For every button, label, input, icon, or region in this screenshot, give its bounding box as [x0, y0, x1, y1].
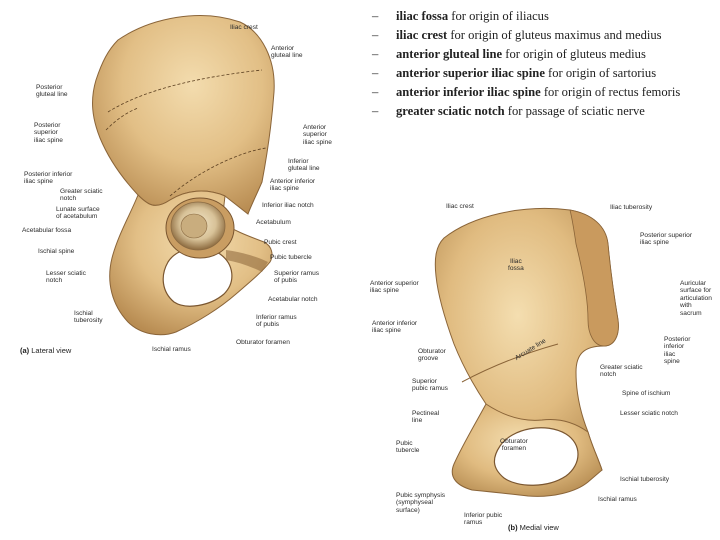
lbl-greater-sciatic-notch: Greater sciatic notch [60, 188, 103, 203]
lbl-spine-of-ischium: Spine of ischium [622, 390, 670, 397]
lbl-medial-aiis: Anterior inferior iliac spine [372, 320, 417, 335]
bullet-term: anterior gluteal line [396, 47, 502, 61]
lbl-medial-pubic-tubercle: Pubic tubercle [396, 440, 419, 455]
lbl-posterior-inferior-iliac-spine: Posterior inferior iliac spine [24, 171, 72, 186]
bullet-asis: – anterior superior iliac spine for origi… [370, 65, 710, 81]
lbl-medial-ischial-tuberosity: Ischial tuberosity [620, 476, 669, 483]
bullet-text: for origin of sartorius [545, 66, 656, 80]
lbl-posterior-superior-iliac-spine: Posterior superior iliac spine [34, 122, 63, 144]
caption-medial-view: (b) Medial view [508, 523, 559, 532]
lbl-medial-obturator-foramen: Obturator foramen [500, 438, 528, 453]
lbl-acetabular-notch: Acetabular notch [268, 296, 318, 303]
lbl-acetabular-fossa: Acetabular fossa [22, 227, 71, 234]
dash: – [372, 84, 378, 100]
bullet-iliac-crest: – iliac crest for origin of gluteus maxim… [370, 27, 710, 43]
hip-bone-medial-figure: Iliac crest Iliac tuberosity Posterior s… [362, 196, 720, 540]
lbl-ischial-spine: Ischial spine [38, 248, 74, 255]
lbl-ischial-ramus: Ischial ramus [152, 346, 191, 353]
dash: – [372, 46, 378, 62]
bullet-term: iliac crest [396, 28, 447, 42]
bullet-text: for origin of rectus femoris [541, 85, 681, 99]
lbl-pubic-crest: Pubic crest [264, 239, 297, 246]
bullet-text: for origin of gluteus medius [502, 47, 646, 61]
lbl-inferior-gluteal-line: Inferior gluteal line [288, 158, 320, 173]
lbl-inferior-ramus-of-pubis: Inferior ramus of pubis [256, 314, 297, 329]
bullet-greater-sciatic-notch: – greater sciatic notch for passage of sc… [370, 103, 710, 119]
lbl-iliac-tuberosity: Iliac tuberosity [610, 204, 652, 211]
ilium-wing [93, 16, 275, 214]
bullet-term: anterior superior iliac spine [396, 66, 545, 80]
dash: – [372, 8, 378, 24]
bullet-text: for passage of sciatic nerve [505, 104, 645, 118]
bullet-term: anterior inferior iliac spine [396, 85, 541, 99]
lbl-anterior-superior-iliac-spine: Anterior superior iliac spine [303, 124, 332, 146]
lbl-anterior-inferior-iliac-spine: Anterior inferior iliac spine [270, 178, 315, 193]
lbl-ischial-tuberosity: Ischial tuberosity [74, 310, 103, 325]
lbl-pectineal-line: Pectineal line [412, 410, 439, 425]
dash: – [372, 27, 378, 43]
lbl-auricular-surface: Auricular surface for articulation with … [680, 280, 712, 317]
lbl-obturator-foramen: Obturator foramen [236, 339, 290, 346]
lbl-medial-psis: Posterior superior iliac spine [640, 232, 692, 247]
lbl-superior-ramus-of-pubis: Superior ramus of pubis [274, 270, 319, 285]
bullet-iliac-fossa: – iliac fossa for origin of iliacus [370, 8, 710, 24]
lbl-inferior-pubic-ramus: Inferior pubic ramus [464, 512, 502, 527]
lbl-medial-piis: Posterior inferior iliac spine [664, 336, 690, 366]
dash: – [372, 65, 378, 81]
lbl-lunate-surface: Lunate surface of acetabulum [56, 206, 100, 221]
bullet-aiis: – anterior inferior iliac spine for origi… [370, 84, 710, 100]
lbl-pubic-tubercle: Pubic tubercle [270, 254, 312, 261]
lbl-medial-iliac-crest: Iliac crest [446, 203, 474, 210]
bullet-anterior-gluteal-line: – anterior gluteal line for origin of glu… [370, 46, 710, 62]
hip-bone-medial-illustration [362, 196, 720, 540]
bullet-text: for origin of iliacus [448, 9, 549, 23]
lbl-pubic-symphysis: Pubic symphysis (symphyseal surface) [396, 492, 445, 514]
lbl-acetabulum: Acetabulum [256, 219, 291, 226]
dash: – [372, 103, 378, 119]
lbl-lesser-sciatic-notch: Lesser sciatic notch [46, 270, 86, 285]
lbl-posterior-gluteal-line: Posterior gluteal line [36, 84, 68, 99]
lbl-medial-asis: Anterior superior iliac spine [370, 280, 419, 295]
lbl-obturator-groove: Obturator groove [418, 348, 446, 363]
hip-bone-lateral-figure: Iliac crest Anterior gluteal line Poster… [0, 0, 370, 362]
lbl-medial-lesser-sciatic-notch: Lesser sciatic notch [620, 410, 678, 417]
bullet-text: for origin of gluteus maximus and medius [447, 28, 661, 42]
lbl-iliac-crest: Iliac crest [230, 24, 258, 31]
acetabular-fossa [181, 214, 207, 238]
lbl-medial-greater-sciatic-notch: Greater sciatic notch [600, 364, 643, 379]
lbl-anterior-gluteal-line: Anterior gluteal line [271, 45, 303, 60]
lbl-medial-ischial-ramus: Ischial ramus [598, 496, 637, 503]
bullet-term: iliac fossa [396, 9, 448, 23]
lbl-inferior-iliac-notch: Inferior iliac notch [262, 202, 314, 209]
bullet-term: greater sciatic notch [396, 104, 505, 118]
lbl-superior-pubic-ramus: Superior pubic ramus [412, 378, 448, 393]
lbl-iliac-fossa: Iliac fossa [508, 258, 524, 273]
bullet-list: – iliac fossa for origin of iliacus – ilia… [370, 8, 710, 122]
caption-lateral-view: (a) Lateral view [20, 346, 71, 355]
